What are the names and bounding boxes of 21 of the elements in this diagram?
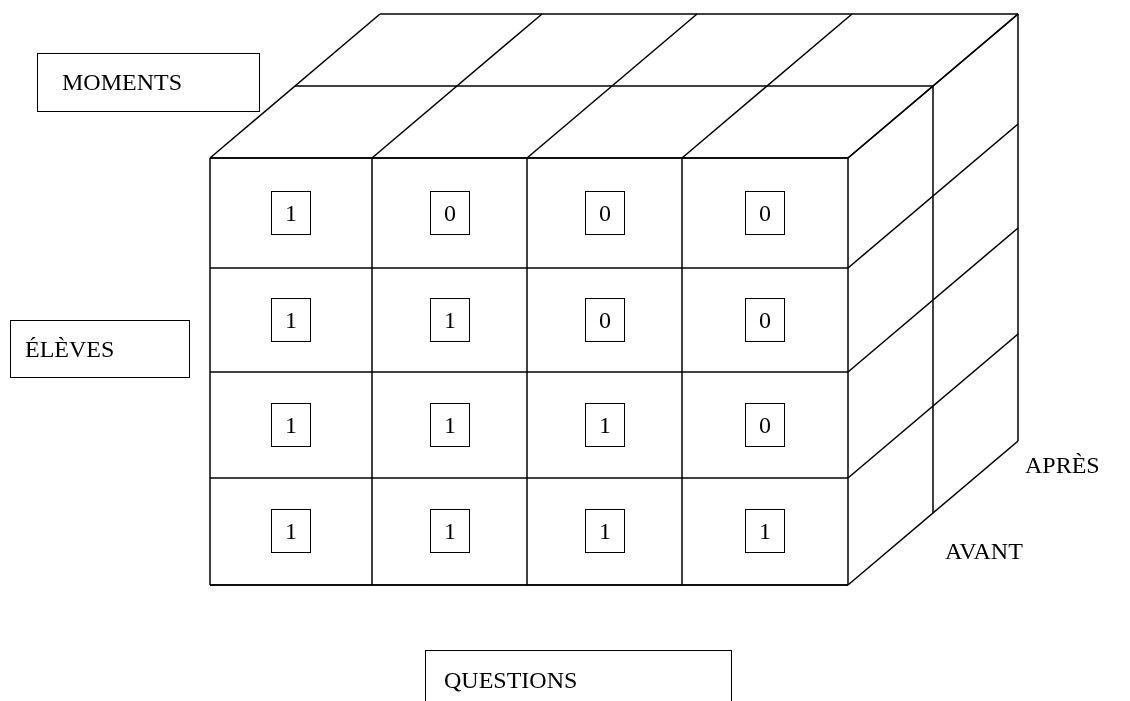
value-box: 1 <box>430 509 470 553</box>
value-box: 0 <box>745 403 785 447</box>
value-box: 1 <box>271 191 311 235</box>
value-box: 0 <box>585 191 625 235</box>
value-box: 1 <box>745 509 785 553</box>
axis-label-box: MOMENTS <box>37 53 260 112</box>
value-box: 1 <box>585 509 625 553</box>
axis-label-box: ÉLÈVES <box>10 320 190 378</box>
value-box: 1 <box>430 403 470 447</box>
value-box: 1 <box>430 298 470 342</box>
value-box: 0 <box>745 298 785 342</box>
value-box: 0 <box>585 298 625 342</box>
layer-label: AVANT <box>945 538 1023 565</box>
value-box: 0 <box>430 191 470 235</box>
axis-label-box: QUESTIONS <box>425 650 732 701</box>
value-box: 1 <box>271 403 311 447</box>
value-box: 0 <box>745 191 785 235</box>
layer-label: APRÈS <box>1025 452 1100 479</box>
value-box: 1 <box>585 403 625 447</box>
value-box: 1 <box>271 298 311 342</box>
value-box: 1 <box>271 509 311 553</box>
